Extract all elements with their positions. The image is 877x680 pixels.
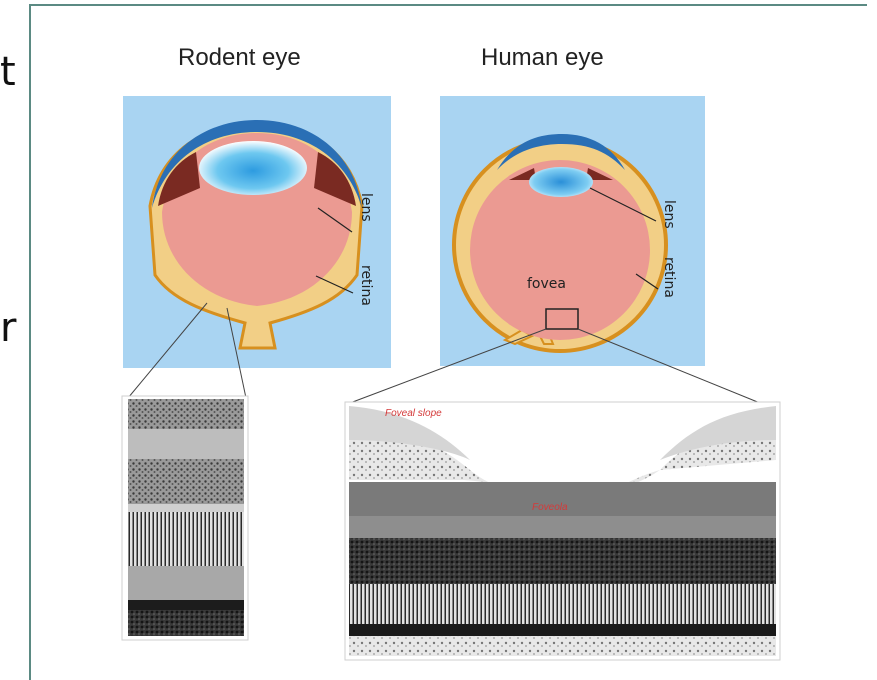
rodent-layer-ganglion — [128, 399, 244, 429]
rodent-layer-choroid — [128, 610, 244, 636]
fovea-slope-label: Foveal slope — [385, 408, 442, 419]
fovea-center-label: Foveola — [532, 502, 568, 513]
rodent-layer-segments — [128, 566, 244, 600]
fovea-layer-opl — [349, 516, 776, 538]
rodent-retina-label: retina — [358, 265, 374, 306]
human-lens — [529, 167, 593, 197]
human-fovea-label: fovea — [527, 276, 566, 292]
rodent-retina-histology — [122, 396, 248, 640]
human-lens-label: lens — [661, 200, 677, 229]
rodent-layer-rpe — [128, 600, 244, 610]
rodent-layer-ipl — [128, 429, 244, 459]
human-retina-label: retina — [661, 257, 677, 298]
fovea-layer-onl — [349, 538, 776, 584]
rodent-eye-panel: lens retina — [123, 96, 391, 398]
rodent-layer-inl — [128, 459, 244, 504]
fovea-layer-photoreceptors — [349, 584, 776, 624]
human-eye-panel: fovea lens retina — [350, 96, 760, 403]
rodent-lens-label: lens — [358, 193, 374, 222]
rodent-layer-opl — [128, 504, 244, 512]
fovea-layer-choroid — [349, 636, 776, 656]
rodent-lens — [199, 141, 307, 195]
human-fovea-histology: Foveal slope Foveola — [345, 402, 780, 660]
rodent-layer-onl — [128, 512, 244, 566]
fovea-layer-rpe — [349, 624, 776, 636]
